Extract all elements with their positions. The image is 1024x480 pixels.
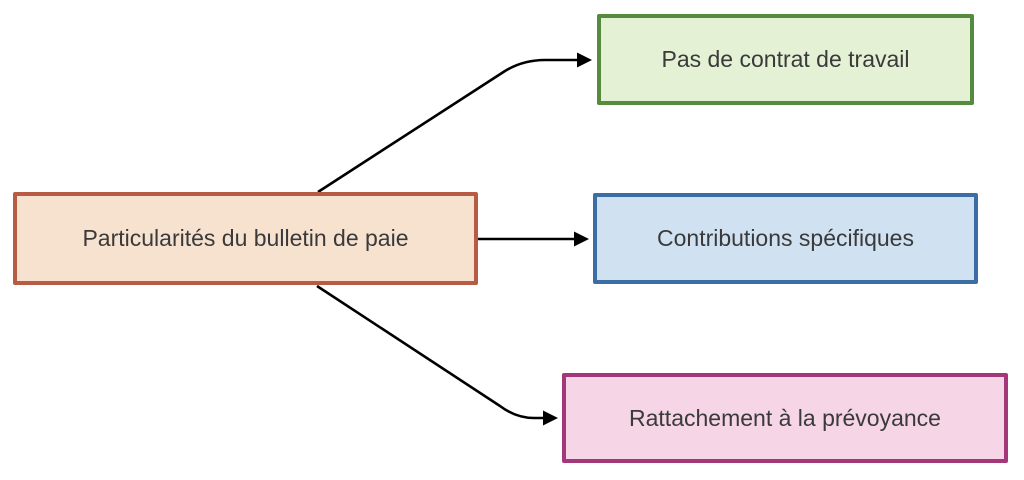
node-contributions-label: Contributions spécifiques — [657, 225, 914, 251]
node-root-label: Particularités du bulletin de paie — [82, 225, 409, 251]
node-prevoyance-label: Rattachement à la prévoyance — [629, 404, 941, 431]
node-contributions[interactable]: Contributions spécifiques — [593, 193, 978, 284]
arrow-root-to-no-contract — [317, 52, 592, 194]
node-no-contract-label: Pas de contrat de travail — [661, 46, 910, 72]
node-prevoyance[interactable]: Rattachement à la prévoyance — [562, 373, 1008, 463]
node-root[interactable]: Particularités du bulletin de paie — [13, 192, 478, 285]
node-no-contract[interactable]: Pas de contrat de travail — [597, 14, 974, 105]
arrow-root-to-prevoyance — [316, 284, 558, 426]
